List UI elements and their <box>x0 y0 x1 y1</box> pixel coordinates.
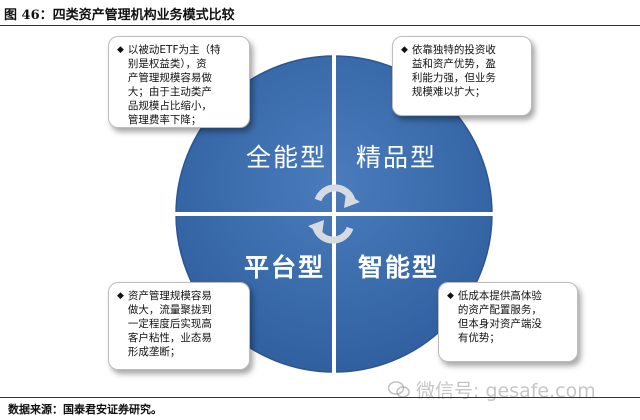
data-source: 数据来源：国泰君安证券研究。 <box>8 403 162 416</box>
bullet-diamond-icon: ◆ <box>447 291 454 301</box>
card-top-right-text: 依靠独特的投资收 益和资产优势，盈 利能力强，但业务 规模难以扩大； <box>411 44 496 98</box>
card-bottom-left-text: 资产管理规模容易 做大，流量聚拢到 一定程度后实现高 客户粘性，业态易 形成垄断… <box>127 290 212 358</box>
quadrant-label-bottom-left: 平台型 <box>244 253 325 282</box>
card-top-right: ◆ 依靠独特的投资收 益和资产优势，盈 利能力强，但业务 规模难以扩大； <box>392 36 532 116</box>
bullet-diamond-icon: ◆ <box>117 291 124 301</box>
cycle-arrows-icon <box>308 184 360 244</box>
quadrant-label-bottom-right: 智能型 <box>358 253 439 282</box>
card-top-left-text: 以被动ETF为主（特 别是权益类），资 产管理规模容易做 大；由于主动类产 品规… <box>127 44 221 126</box>
watermark: 微信号: gesafe.com <box>388 376 596 403</box>
title-bar: 图 46：四类资产管理机构业务模式比较 <box>0 0 640 26</box>
chat-bubble-icon <box>388 380 410 398</box>
card-bottom-right: ◆ 低成本提供高体验 的资产配置服务， 但本身对资产端没 有优势； <box>438 282 578 362</box>
figure-title: 图 46：四类资产管理机构业务模式比较 <box>4 8 235 23</box>
card-bottom-right-text: 低成本提供高体验 的资产配置服务， 但本身对资产端没 有优势； <box>457 290 542 344</box>
footer-divider <box>0 397 640 398</box>
quadrant-label-top-left: 全能型 <box>246 143 327 172</box>
quadrant-label-top-right: 精品型 <box>356 143 437 172</box>
card-bottom-left: ◆ 资产管理规模容易 做大，流量聚拢到 一定程度后实现高 客户粘性，业态易 形成… <box>108 282 250 370</box>
bullet-diamond-icon: ◆ <box>117 45 124 55</box>
watermark-text: 微信号: gesafe.com <box>416 380 596 402</box>
card-top-left: ◆ 以被动ETF为主（特 别是权益类），资 产管理规模容易做 大；由于主动类产 … <box>108 36 250 128</box>
bullet-diamond-icon: ◆ <box>401 45 408 55</box>
